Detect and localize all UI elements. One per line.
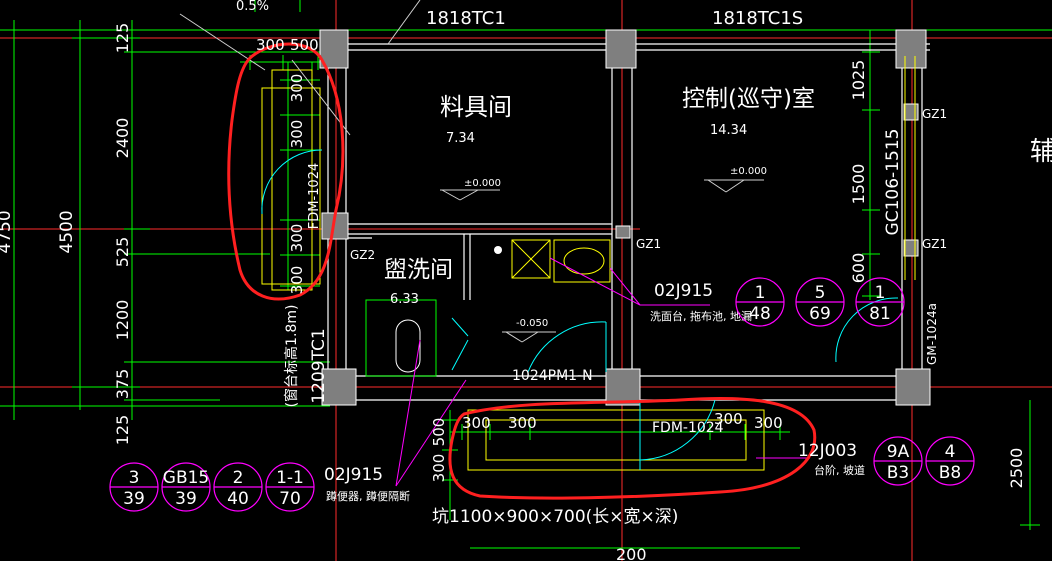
left-dim-inner: 4500 bbox=[57, 210, 77, 253]
reference-bubble-top: 1 bbox=[755, 283, 766, 303]
left-dim-1: 125 bbox=[113, 23, 132, 54]
reference-bubble: 181 bbox=[855, 277, 905, 327]
leader-lines bbox=[395, 257, 810, 487]
room-level-control: ±0.000 bbox=[730, 166, 767, 177]
column-label-gz1-top: GZ1 bbox=[922, 107, 947, 121]
structural-columns bbox=[319, 29, 931, 406]
left-dim-4: 1200 bbox=[113, 300, 132, 341]
right-dim-1025: 1025 bbox=[849, 60, 868, 101]
bottom-dim-300-a: 300 bbox=[462, 414, 491, 432]
floor-drain-dot bbox=[494, 246, 502, 254]
reference-bubble: 1-170 bbox=[265, 462, 315, 512]
reference-bubble: 4B8 bbox=[925, 436, 975, 486]
reference-bubble: 148 bbox=[735, 277, 785, 327]
top-dim-500: 500 bbox=[290, 36, 319, 54]
left-dim-5: 375 bbox=[113, 369, 132, 400]
review-markup bbox=[227, 42, 817, 500]
reference-bubble-bottom: 70 bbox=[279, 489, 301, 509]
reference-bubble-top: 2 bbox=[233, 468, 244, 488]
door-swings bbox=[261, 149, 899, 470]
bottom-dim-300-v: 300 bbox=[430, 454, 448, 483]
door-label-pm: 1024PM1-N bbox=[512, 368, 593, 384]
left-dim-6: 125 bbox=[113, 415, 132, 446]
right-dim-1500: 1500 bbox=[849, 164, 868, 205]
reference-bubble: 240 bbox=[213, 462, 263, 512]
dim-2500: 2500 bbox=[1007, 448, 1026, 489]
right-dim-600: 600 bbox=[849, 253, 868, 284]
reference-bubble: 569 bbox=[795, 277, 845, 327]
walls bbox=[327, 43, 930, 401]
window-label-left: 1818TC1 bbox=[426, 8, 506, 29]
reference-bubble-bottom: 39 bbox=[123, 489, 145, 509]
ref-left-note: 蹲便器, 蹲便隔断 bbox=[326, 489, 410, 503]
inner-dim-300-a: 300 bbox=[288, 74, 306, 103]
room-name-washroom: 盥洗间 bbox=[384, 257, 453, 283]
pit-note: 坑1100×900×700(长×宽×深) bbox=[432, 507, 678, 527]
bottom-dim-300-d: 300 bbox=[754, 414, 783, 432]
ref-12j003-code: 12J003 bbox=[798, 441, 857, 461]
ref-left-code: 02J915 bbox=[324, 465, 383, 485]
reference-bubble-top: 9A bbox=[887, 442, 910, 462]
inner-dim-300-b: 300 bbox=[288, 120, 306, 149]
room-name-storage: 料具间 bbox=[440, 93, 512, 121]
room-level-storage: ±0.000 bbox=[464, 178, 501, 189]
top-dim-300: 300 bbox=[256, 36, 285, 54]
reference-bubble-bottom: 69 bbox=[809, 304, 831, 324]
reference-bubble-top: 5 bbox=[815, 283, 826, 303]
reference-bubble-bottom: 40 bbox=[227, 489, 249, 509]
reference-bubble-top: 1-1 bbox=[276, 468, 304, 488]
reference-bubble-bottom: 81 bbox=[869, 304, 891, 324]
dim-200: 200 bbox=[616, 545, 647, 561]
room-name-control: 控制(巡守)室 bbox=[682, 86, 815, 112]
column-label-gz1-low: GZ1 bbox=[922, 237, 947, 251]
fixtures-yellow bbox=[261, 56, 916, 471]
door-label-fdm-vertical: FDM-1024 bbox=[307, 163, 322, 229]
door-label-gm: GM-1024a bbox=[925, 303, 939, 365]
window-label-gc: GC106-1515 bbox=[883, 129, 903, 236]
reference-bubble-bottom: B3 bbox=[887, 463, 909, 483]
reference-bubble-top: GB15 bbox=[163, 468, 209, 488]
door-label-fdm-horizontal: FDM-1024 bbox=[652, 420, 724, 436]
top-partial-label: 0.5% bbox=[236, 0, 269, 14]
reference-bubble-bottom: B8 bbox=[939, 463, 961, 483]
ref-right-note: 洗面台, 拖布池, 地漏 bbox=[650, 309, 752, 323]
ref-right-code: 02J915 bbox=[654, 281, 713, 301]
window-sill-note: (窗台标高1.8m) bbox=[283, 305, 300, 408]
room-name-aux: 辅 bbox=[1030, 137, 1052, 167]
ref-12j003-note: 台阶, 坡道 bbox=[814, 463, 865, 477]
bottom-dim-300-b: 300 bbox=[508, 414, 537, 432]
left-dim-3: 525 bbox=[113, 237, 132, 268]
inner-dim-300-d: 300 bbox=[288, 266, 306, 295]
bottom-dim-300-c: 300 bbox=[714, 410, 743, 428]
room-area-control: 14.34 bbox=[710, 123, 747, 138]
window-label-right: 1818TC1S bbox=[712, 8, 803, 29]
left-dim-total: 4750 bbox=[0, 210, 15, 253]
room-level-washroom: -0.050 bbox=[516, 318, 548, 329]
reference-bubble-top: 4 bbox=[945, 442, 956, 462]
column-label-gz2: GZ2 bbox=[350, 248, 375, 262]
reference-bubble-top: 3 bbox=[129, 468, 140, 488]
column-label-gz1-mid: GZ1 bbox=[636, 237, 661, 251]
inner-dim-300-c: 300 bbox=[288, 224, 306, 253]
reference-bubble: 339 bbox=[109, 462, 159, 512]
left-dim-2: 2400 bbox=[113, 118, 132, 159]
reference-bubble-top: 1 bbox=[875, 283, 886, 303]
window-label-left-vertical: 1209TC1 bbox=[309, 328, 329, 403]
room-area-storage: 7.34 bbox=[446, 131, 475, 146]
reference-bubble-bottom: 39 bbox=[175, 489, 197, 509]
reference-bubble-bottom: 48 bbox=[749, 304, 771, 324]
room-area-washroom: 6.33 bbox=[390, 292, 419, 307]
bottom-dim-500: 500 bbox=[430, 418, 448, 447]
